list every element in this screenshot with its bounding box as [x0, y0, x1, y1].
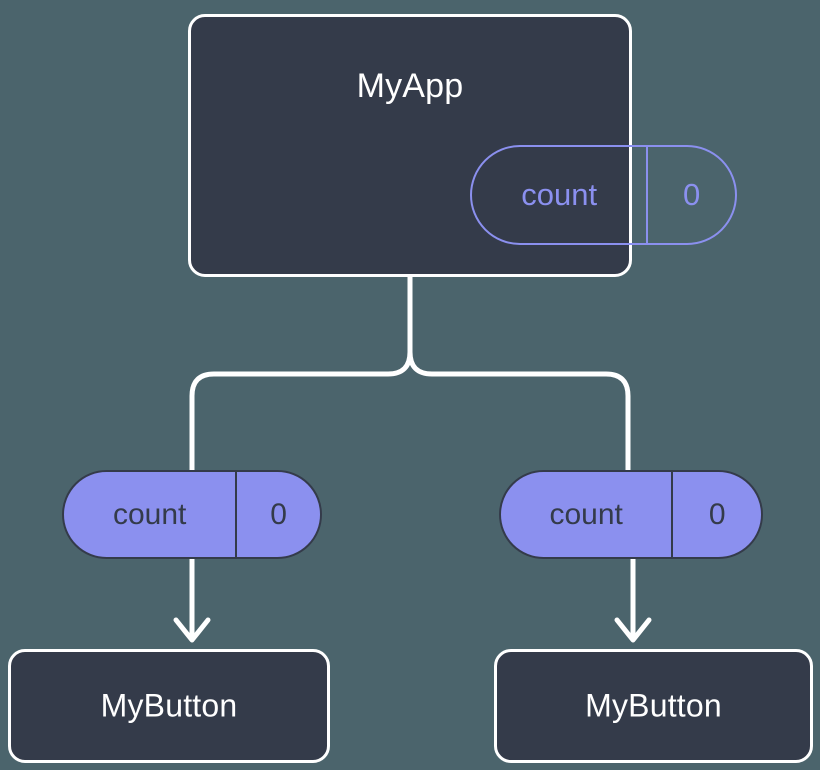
component-node-myapp[interactable]: MyApp count 0	[188, 14, 737, 277]
component-node-mybutton-right[interactable]: MyButton	[494, 649, 813, 763]
prop-pill-value: 0	[235, 472, 320, 557]
state-pill-count[interactable]: count 0	[470, 145, 737, 245]
component-name-label: MyButton	[585, 687, 722, 724]
prop-pill-count-left[interactable]: count 0	[62, 470, 322, 559]
arrow-down-icon	[173, 559, 211, 643]
state-pill-label: count	[521, 177, 598, 212]
component-name-label: MyApp	[356, 67, 464, 105]
component-name-label: MyButton	[100, 687, 238, 724]
arrow-down-icon	[614, 559, 652, 643]
state-pill-value: 0	[646, 147, 735, 243]
prop-pill-label: count	[112, 497, 187, 531]
tree-fork-line	[189, 274, 631, 481]
prop-pill-label: count	[549, 497, 623, 531]
prop-pill-count-right[interactable]: count 0	[499, 470, 763, 559]
prop-pill-value: 0	[671, 472, 761, 557]
component-node-mybutton-left[interactable]: MyButton	[8, 649, 330, 763]
